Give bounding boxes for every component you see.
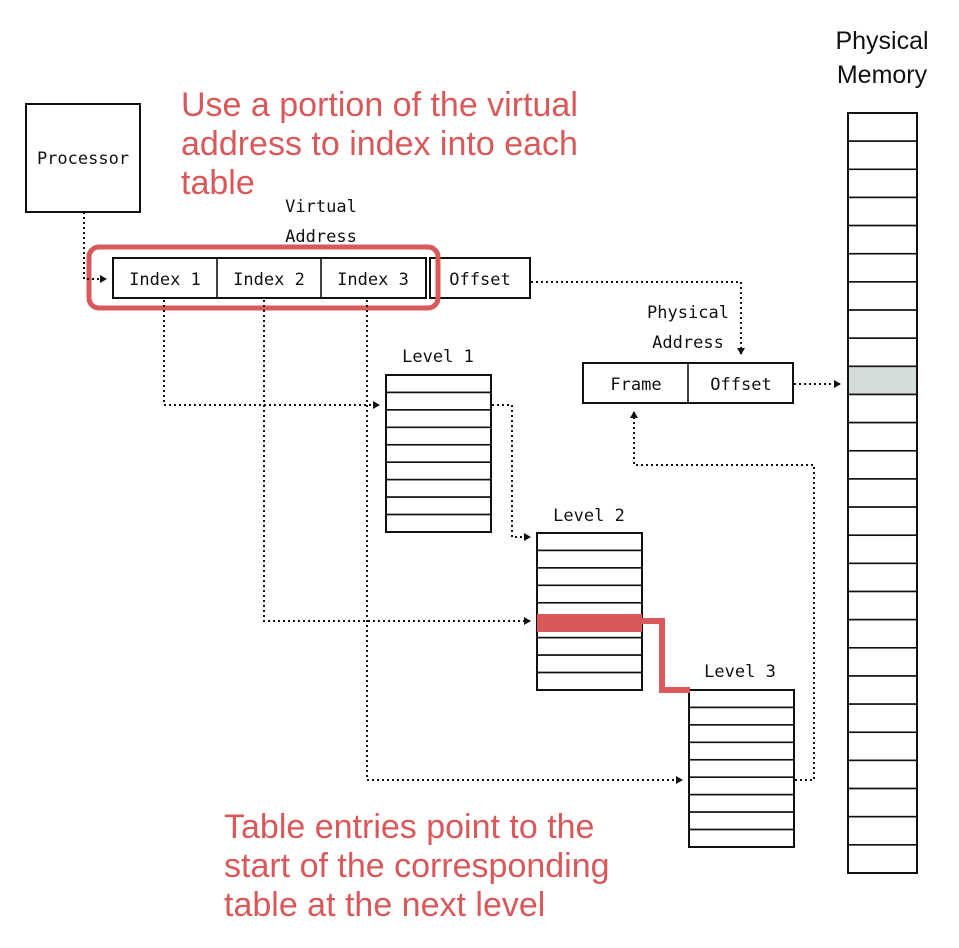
memory-entry xyxy=(847,224,918,255)
level-1-entry xyxy=(385,426,492,446)
memory-entry xyxy=(847,534,918,565)
level-3-outline xyxy=(688,689,795,848)
processor-label: Processor xyxy=(37,149,129,169)
bottom-note-line-1: Table entries point to the xyxy=(224,808,594,846)
memory-entry xyxy=(847,731,918,762)
level-2-table xyxy=(536,532,643,691)
physical-address-title-1: Physical xyxy=(647,303,729,323)
pa-frame: Frame xyxy=(610,375,661,395)
memory-entry xyxy=(847,844,918,874)
level-1-to-level-2-arrow xyxy=(492,404,531,541)
va-offset: Offset xyxy=(449,270,510,290)
physical-memory xyxy=(847,112,918,874)
bottom-note-line-3: table at the next level xyxy=(224,886,545,924)
memory-entry xyxy=(847,140,918,171)
level-2-entry xyxy=(536,532,643,552)
memory-entry xyxy=(847,618,918,649)
memory-entry xyxy=(847,506,918,537)
bottom-note-line-2: start of the corresponding xyxy=(224,847,610,885)
level-3-table xyxy=(688,689,795,848)
level-3-entry xyxy=(688,758,795,779)
level-1-table xyxy=(385,374,492,533)
memory-entry xyxy=(847,309,918,339)
level-1-entry xyxy=(385,409,492,429)
memory-outline xyxy=(847,112,918,874)
top-note-line-1: Use a portion of the virtual xyxy=(181,86,578,124)
level-3-entry xyxy=(688,706,795,726)
virtual-address-title-2: Address xyxy=(285,227,357,247)
level-2-entry xyxy=(536,671,643,691)
level-3-entry xyxy=(688,741,795,761)
virtual-address: Index 1 Index 2 Index 3 Offset xyxy=(112,257,531,299)
memory-entry xyxy=(847,449,918,480)
pa-offset: Offset xyxy=(710,375,771,395)
index-3-arrow xyxy=(366,300,683,784)
memory-entry xyxy=(847,562,918,593)
memory-entry xyxy=(847,815,918,846)
level-2-entry xyxy=(536,636,643,656)
memory-entry xyxy=(847,252,918,283)
memory-entry xyxy=(847,647,918,677)
memory-entry xyxy=(847,590,918,621)
level-2-entry xyxy=(536,549,643,569)
level-1-entry xyxy=(385,478,492,498)
level-3-to-frame-arrow xyxy=(630,411,815,781)
level-2-entry xyxy=(536,567,643,587)
memory-entry xyxy=(847,393,918,424)
top-note-line-2: address to index into each xyxy=(181,125,578,163)
physical-address-title-2: Address xyxy=(652,333,724,353)
memory-entry xyxy=(847,168,918,199)
level-3-label: Level 3 xyxy=(704,662,776,682)
level-1-entry xyxy=(385,496,492,516)
memory-entry xyxy=(847,759,918,790)
level-3-entry xyxy=(688,811,795,831)
level-2-to-level-3-connector xyxy=(642,618,690,693)
top-note-line-3: table xyxy=(181,164,255,202)
level-1-label: Level 1 xyxy=(402,347,474,367)
va-index-1: Index 1 xyxy=(129,270,201,290)
index-highlight xyxy=(86,244,441,311)
level-3-entry xyxy=(688,776,795,796)
level-1-entry xyxy=(385,374,492,394)
memory-entry xyxy=(847,196,918,227)
memory-entry xyxy=(847,365,918,396)
memory-entry xyxy=(847,478,918,508)
level-1-outline xyxy=(385,374,492,533)
level-2-outline xyxy=(536,532,643,691)
level-3-entry xyxy=(688,828,795,848)
physical-memory-title-1: Physical xyxy=(835,27,928,55)
level-1-entry xyxy=(385,461,492,481)
level-1-entry xyxy=(385,443,492,464)
memory-entry xyxy=(847,703,918,734)
physical-memory-title-2: Memory xyxy=(837,61,928,89)
level-2-highlighted-entry xyxy=(537,614,642,632)
index-1-arrow xyxy=(163,300,380,409)
physical-address: Frame Offset xyxy=(582,362,794,404)
level-1-entry xyxy=(385,391,492,411)
level-2-entry xyxy=(536,584,643,604)
level-3-entry xyxy=(688,793,795,813)
virtual-address-title-1: Virtual xyxy=(285,197,357,217)
memory-entry xyxy=(847,787,918,818)
va-index-3: Index 3 xyxy=(337,270,409,290)
level-1-entry xyxy=(385,513,492,533)
processor-to-va-arrow xyxy=(83,212,107,283)
va-index-2: Index 2 xyxy=(233,270,305,290)
memory-entry xyxy=(847,112,918,142)
processor-box: Processor xyxy=(25,103,141,213)
memory-entry xyxy=(847,281,918,311)
memory-entry xyxy=(847,337,918,368)
memory-entry xyxy=(847,675,918,705)
offset-to-pa-arrow xyxy=(531,281,745,355)
level-3-entry xyxy=(688,689,795,709)
level-2-label: Level 2 xyxy=(553,506,625,526)
memory-entry xyxy=(847,421,918,452)
level-2-entry xyxy=(536,654,643,674)
index-2-arrow xyxy=(263,300,531,625)
level-3-entry xyxy=(688,724,795,744)
